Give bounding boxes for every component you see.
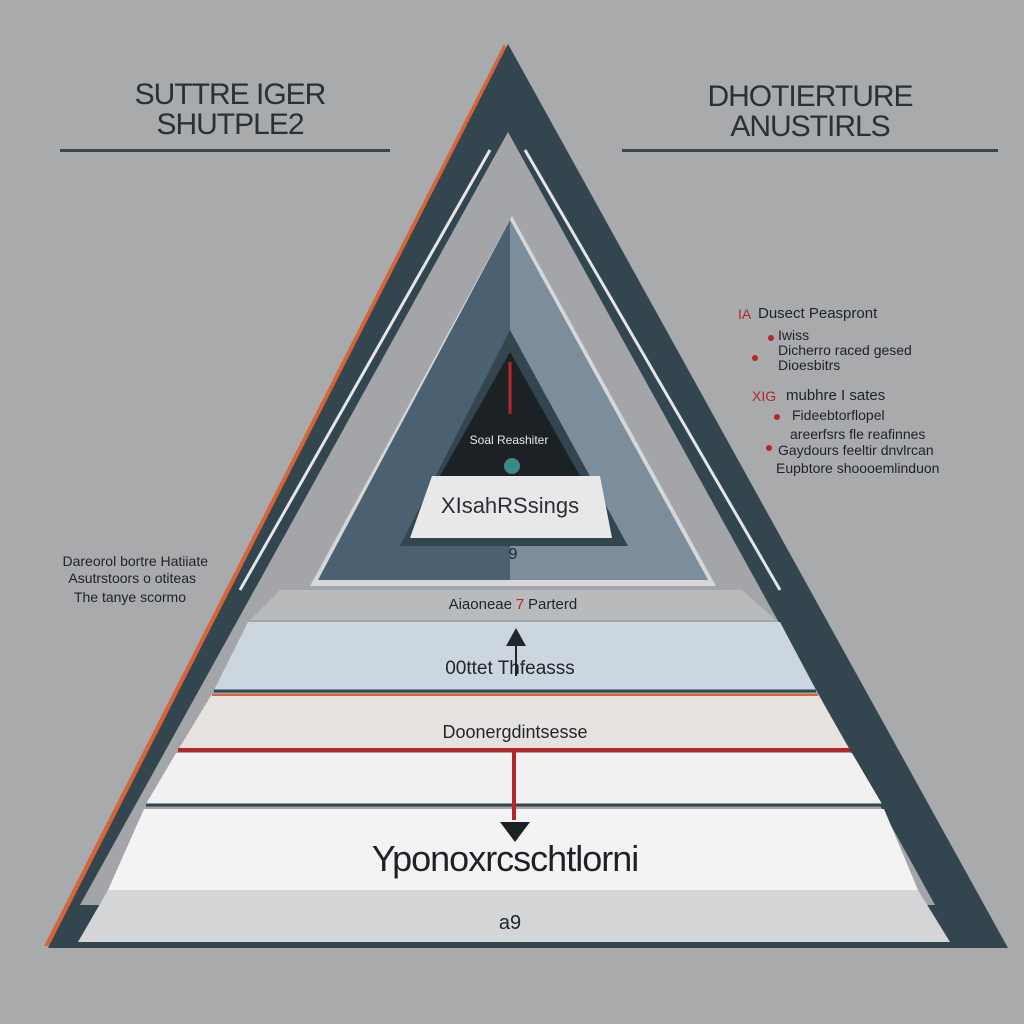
header-left-line2: SHUTPLE2 — [156, 108, 304, 141]
note-bullet — [774, 414, 780, 420]
note-group-1-item-2: Dicherro raced gesed — [778, 342, 912, 358]
left-note-2: Asutrstoors o otiteas — [68, 570, 196, 586]
band-5 — [108, 809, 918, 890]
note-bullet — [768, 335, 774, 341]
note-group-1-item-3: Dioesbitrs — [778, 357, 841, 373]
note-group-2-item-3: Gaydours feeltir dnvlrcan — [778, 442, 934, 458]
note-group-2-item-4: Eupbtore shoooemlinduon — [776, 460, 940, 476]
band-2-label: 00ttet Thfeasss — [445, 658, 575, 679]
header-right: DHOTIERTURE ANUSTIRLS — [690, 82, 930, 142]
guide-line-right — [523, 149, 782, 591]
band-3-label: Doonergdintsesse — [442, 722, 588, 742]
arrow-up-head — [506, 628, 526, 646]
tier-2-panel — [410, 476, 612, 538]
apex-label: Soal Reashiter — [469, 433, 549, 447]
note-group-1-title: Dusect Peaspront — [758, 305, 878, 322]
guide-line-left — [238, 149, 492, 591]
header-left: SUTTRE IGER SHUTPLE2 — [110, 80, 350, 140]
tier-2-sub-label: 9 — [508, 546, 518, 563]
header-left-rule — [60, 149, 390, 152]
band-base — [78, 890, 950, 942]
note-bullet — [766, 445, 772, 451]
left-note-1: Dareorol bortre Hatiiate — [62, 553, 208, 569]
header-right-line1: DHOTIERTURE — [707, 80, 913, 113]
header-right-rule — [622, 149, 998, 152]
band-1-marker: 7 — [515, 596, 525, 613]
arrow-down-head — [500, 822, 530, 842]
apex-dot — [504, 458, 520, 474]
left-note-3: The tanye scormo — [73, 589, 186, 605]
header-right-line2: ANUSTIRLS — [730, 110, 890, 143]
note-group-2-marker: XIG — [752, 388, 777, 404]
band-1-label-b: Parterd — [528, 596, 578, 613]
band-3 — [178, 694, 850, 750]
base-label: a9 — [498, 912, 522, 934]
note-group-1-marker: IA — [738, 306, 752, 322]
band-1-label: Aiaoneae — [448, 596, 512, 613]
note-group-1-item-1: Iwiss — [778, 327, 810, 343]
note-group-2-title: mubhre I sates — [786, 387, 886, 404]
note-bullet — [752, 355, 758, 361]
tier-2-label: XIsahRSsings — [440, 493, 580, 518]
note-group-2-item-1: Fideebtorflopel — [792, 407, 885, 423]
band-1 — [250, 590, 776, 620]
band-5-label: Yponoxrcschtlorni — [371, 838, 639, 879]
note-group-2-item-2: areerfsrs fle reafinnes — [790, 426, 926, 442]
header-left-line1: SUTTRE IGER — [134, 78, 327, 111]
